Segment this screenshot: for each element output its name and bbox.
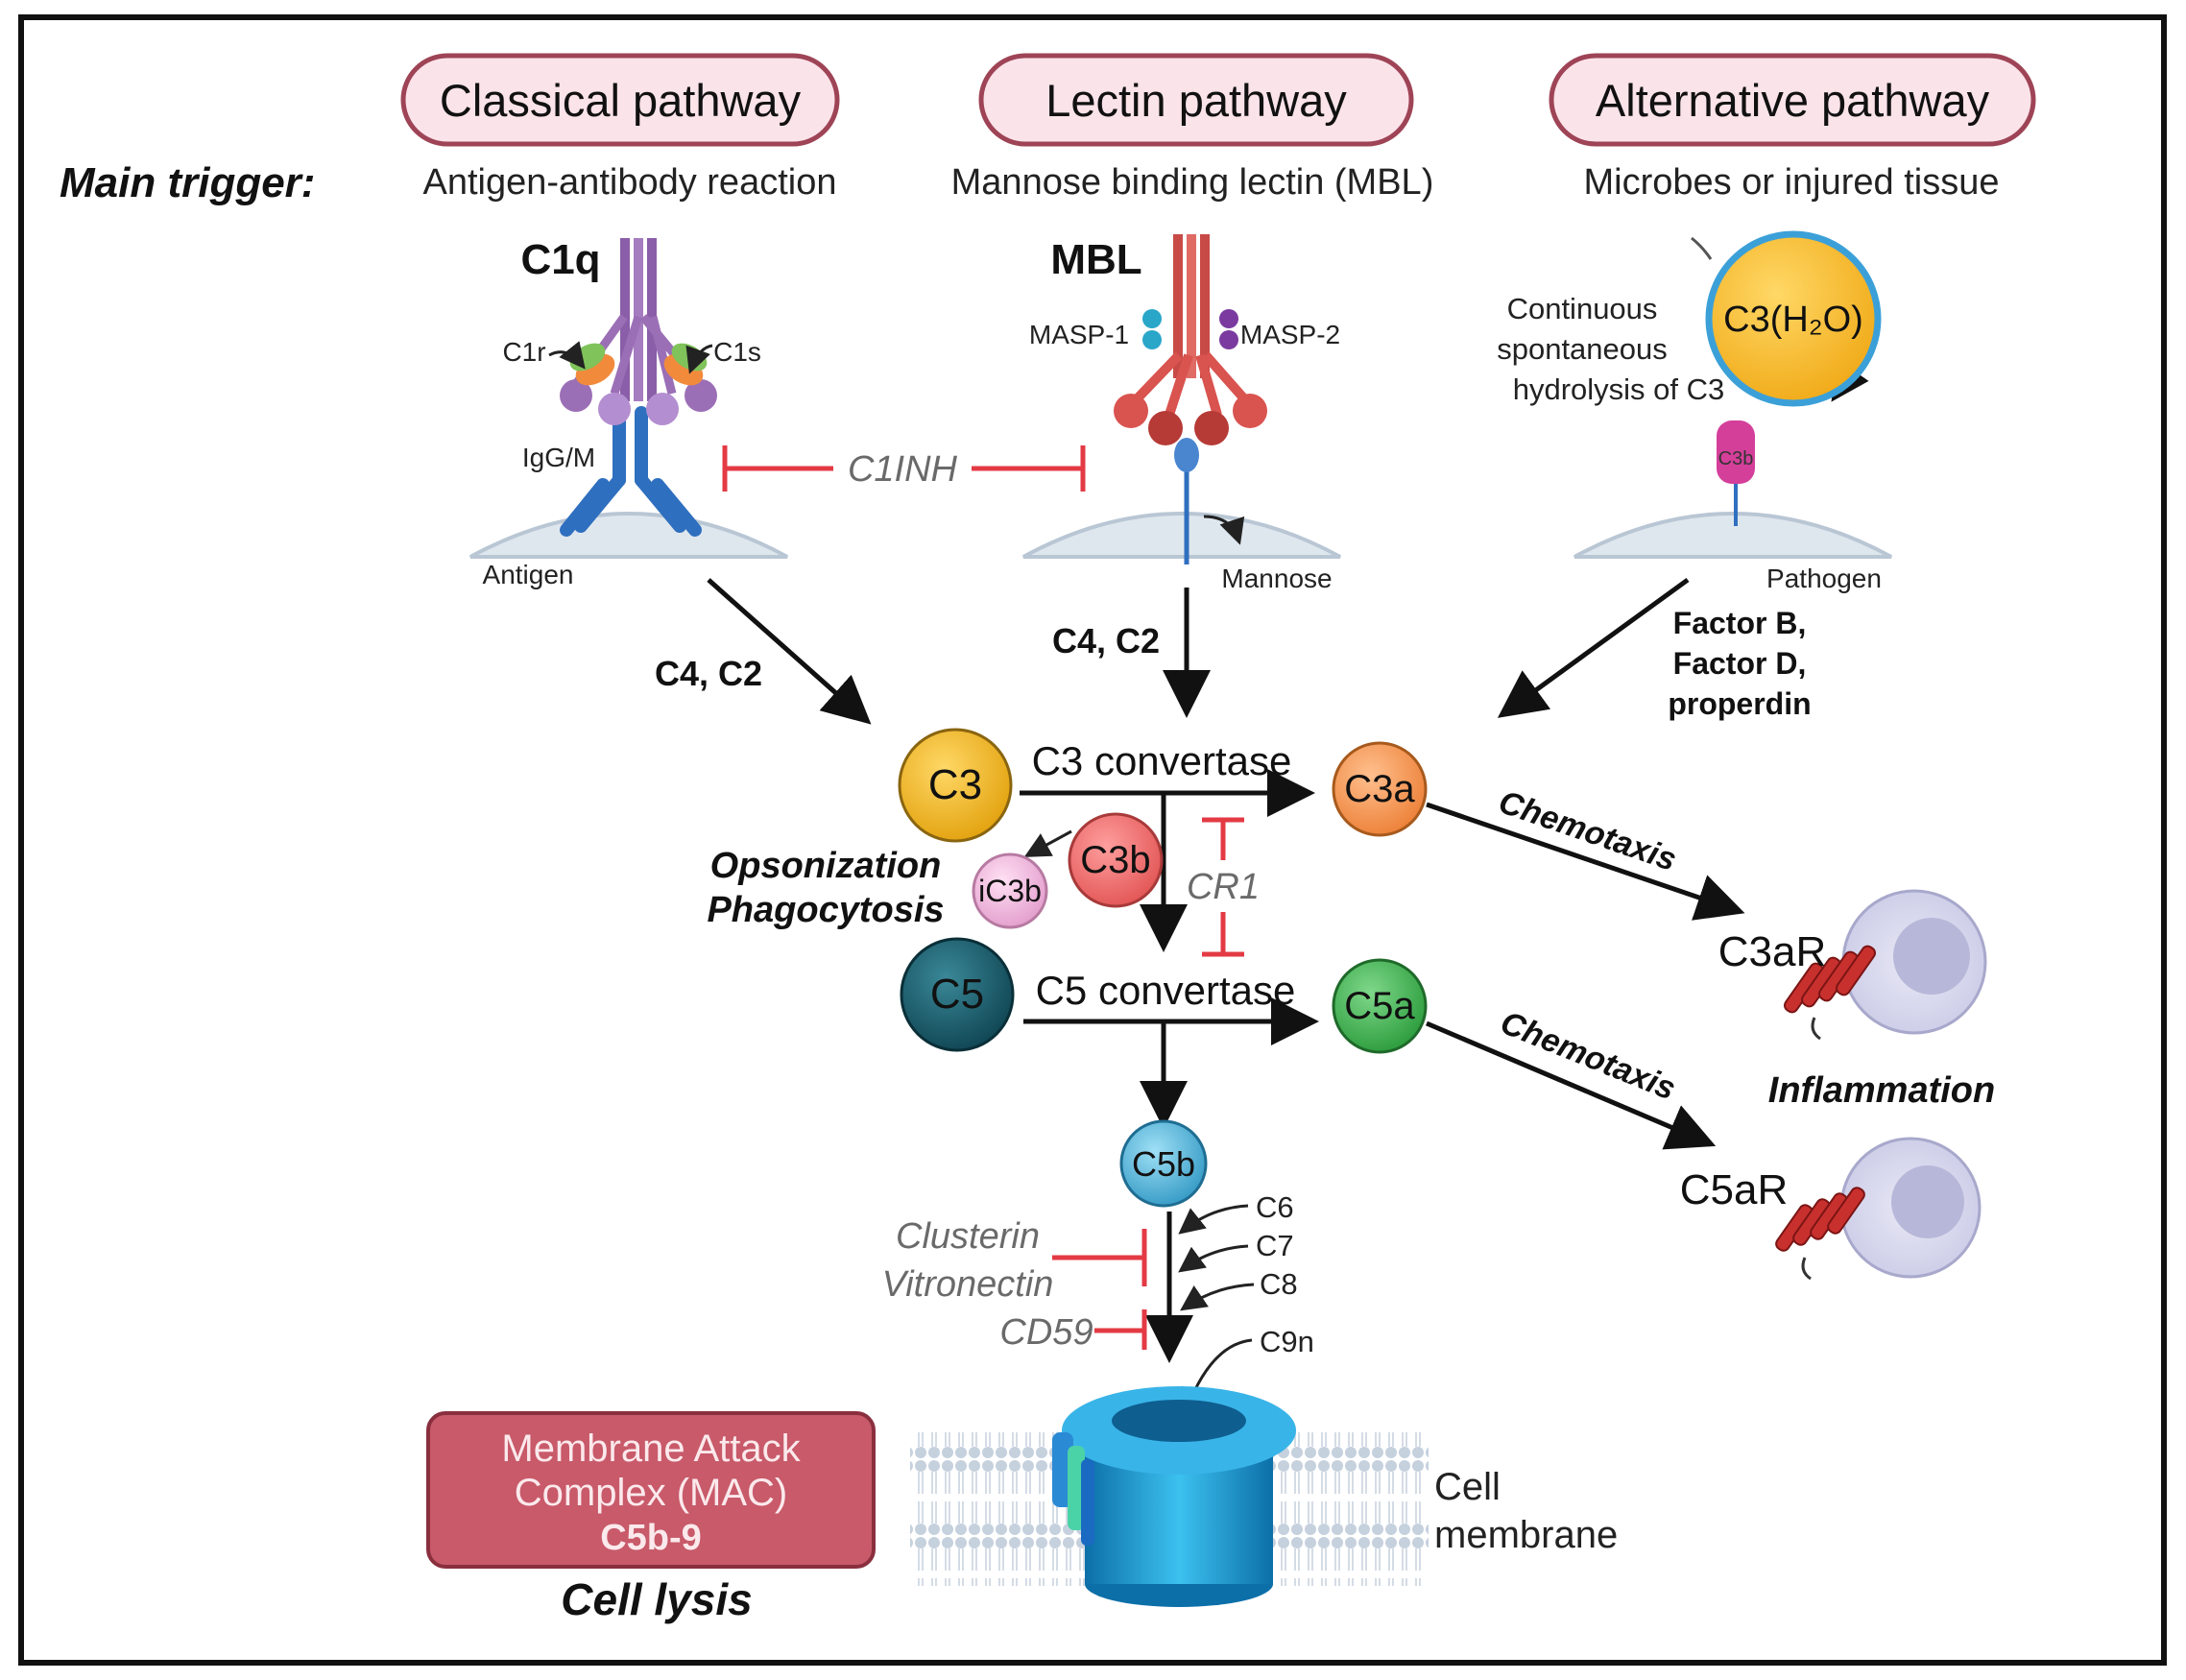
factor-b-label: Factor B, <box>1673 606 1807 640</box>
c1inh-label: C1INH <box>848 449 958 490</box>
c3-convertase-label: C3 convertase <box>1032 738 1292 783</box>
phagocytosis-label: Phagocytosis <box>707 890 944 930</box>
lectin-illustration: MBL MASP-1 MASP-2 Mannose <box>1022 234 1341 593</box>
lectin-trigger: Mannose binding lectin (MBL) <box>951 162 1434 203</box>
lectin-pathway-title: Lectin pathway <box>1045 75 1347 126</box>
c3b-node <box>1068 812 1164 908</box>
cr1-label: CR1 <box>1187 867 1260 907</box>
hydrolysis-line1: Continuous <box>1507 292 1658 325</box>
hydrolysis-line3: hydrolysis of C3 <box>1513 372 1725 406</box>
alternative-to-c3-arrow <box>1497 577 1690 718</box>
c7-label: C7 <box>1256 1229 1294 1262</box>
c5b-node <box>1119 1119 1208 1208</box>
c3a-node <box>1332 741 1428 837</box>
main-trigger-label: Main trigger: <box>60 159 315 206</box>
antigen-label: Antigen <box>483 560 574 589</box>
cell-membrane-line1: Cell <box>1434 1466 1501 1508</box>
mac-line3: C5b-9 <box>600 1518 702 1558</box>
classical-pathway-title: Classical pathway <box>440 75 802 126</box>
alternative-trigger: Microbes or injured tissue <box>1584 162 2000 203</box>
mac-box: Membrane Attack Complex (MAC) C5b-9 <box>426 1411 876 1569</box>
mannose-label: Mannose <box>1221 564 1332 593</box>
classical-components: C4, C2 <box>655 654 762 693</box>
c3ar-receptor-icon <box>1783 945 1877 1014</box>
mac-line1: Membrane Attack <box>501 1428 801 1470</box>
igg-m-label: IgG/M <box>522 443 595 472</box>
c5ar-cell <box>1775 1137 1982 1281</box>
c5ar-label: C5aR <box>1680 1166 1789 1213</box>
mac-line2: Complex (MAC) <box>515 1472 787 1514</box>
c9n-label: C9n <box>1260 1325 1314 1358</box>
c5a-node <box>1332 958 1428 1054</box>
c3ar-cell <box>1783 889 1987 1041</box>
ic3b-label: iC3b <box>978 874 1042 908</box>
inflammation-label: Inflammation <box>1768 1070 1995 1111</box>
hydrolysis-line2: spontaneous <box>1497 332 1668 366</box>
antigen-surface <box>469 512 788 559</box>
mannose-surface <box>1022 512 1341 559</box>
c5a-label: C5a <box>1344 985 1415 1027</box>
c3b-label: C3b <box>1080 839 1150 881</box>
lectin-pathway-header: Lectin pathway <box>978 53 1414 147</box>
c1q-label: C1q <box>520 236 600 283</box>
mac-inhibitors: Clusterin Vitronectin CD59 <box>882 1216 1147 1353</box>
c1inh-inhibitor: C1INH <box>722 445 1086 492</box>
mbl-icon <box>1114 234 1267 445</box>
mbl-label: MBL <box>1050 236 1141 283</box>
c6-label: C6 <box>1256 1190 1294 1224</box>
c1s-label: C1s <box>713 337 761 367</box>
c5b-label: C5b <box>1132 1144 1195 1184</box>
masp1-label: MASP-1 <box>1029 320 1129 349</box>
c3b-small-label: C3b <box>1718 448 1754 469</box>
ic3b-node <box>972 852 1048 929</box>
c1q-icon <box>560 238 717 425</box>
cell-membrane-line2: membrane <box>1434 1514 1618 1556</box>
alternative-pathway-header: Alternative pathway <box>1549 53 2036 147</box>
c5a-chemotaxis-arrow <box>1426 1020 1717 1150</box>
vitronectin-label: Vitronectin <box>882 1264 1054 1305</box>
c3h2o-node <box>1705 230 1882 407</box>
c8-label: C8 <box>1260 1267 1298 1301</box>
alternative-pathway-title: Alternative pathway <box>1596 75 1990 126</box>
opsonization-label: Opsonization <box>710 846 942 886</box>
c3a-label: C3a <box>1344 768 1415 810</box>
c3ar-label: C3aR <box>1718 928 1827 975</box>
alternative-illustration: C3b C3(H₂O) Continuous spontaneous hydro… <box>1497 230 1892 721</box>
cd59-label: CD59 <box>999 1312 1093 1353</box>
c1r-label: C1r <box>502 337 545 367</box>
lectin-components: C4, C2 <box>1052 621 1160 660</box>
c5-label: C5 <box>930 971 984 1018</box>
mac-pore-icon <box>1052 1386 1296 1607</box>
masp2-label: MASP-2 <box>1240 320 1340 349</box>
c3-node <box>898 728 1013 843</box>
c5ar-receptor-icon <box>1775 1187 1865 1252</box>
c5-node <box>900 937 1015 1052</box>
classical-trigger: Antigen-antibody reaction <box>423 162 837 203</box>
pathogen-label: Pathogen <box>1766 564 1882 593</box>
c3h2o-label: C3(H₂O) <box>1723 300 1863 340</box>
c3b-to-ic3b-arrow <box>1023 829 1072 857</box>
properdin-label: properdin <box>1668 686 1811 721</box>
clusterin-label: Clusterin <box>896 1216 1040 1257</box>
c3a-chemotaxis-arrow <box>1426 802 1745 921</box>
cr1-inhibitor: CR1 <box>1187 817 1260 957</box>
classical-illustration: C1q C1r C1s IgG/M Antigen <box>469 236 788 589</box>
c5-convertase-label: C5 convertase <box>1036 968 1296 1013</box>
c3-label: C3 <box>928 761 982 808</box>
factor-d-label: Factor D, <box>1673 646 1807 681</box>
cell-lysis-label: Cell lysis <box>561 1574 752 1624</box>
c3b-small-icon <box>1717 420 1755 484</box>
classical-to-c3-arrow <box>707 578 872 725</box>
classical-pathway-header: Classical pathway <box>400 53 840 147</box>
pathogen-surface <box>1573 512 1892 559</box>
